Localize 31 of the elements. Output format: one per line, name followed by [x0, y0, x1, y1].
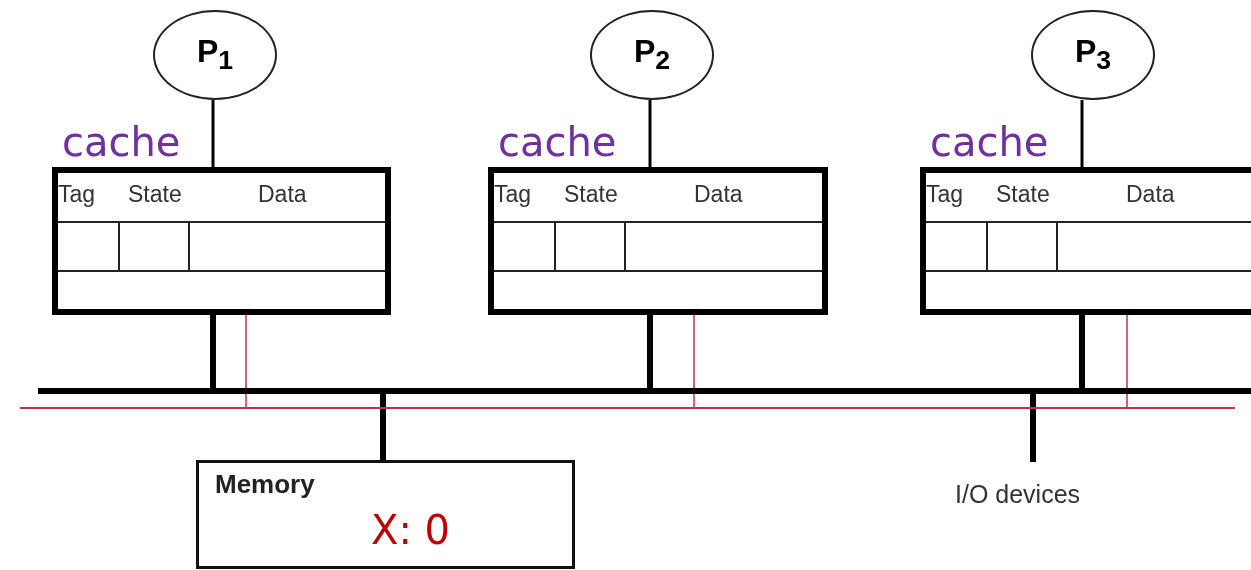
cache-label: cache — [498, 119, 617, 165]
column-header: State — [128, 181, 182, 208]
column-header: State — [564, 181, 618, 208]
snoop-connector-line — [245, 314, 247, 408]
bus-connector-line — [1030, 394, 1036, 462]
processor-label: P$_{1}$ — [196, 33, 234, 77]
processor-label: P$_{2}$ — [633, 33, 671, 77]
snoop-connector-line — [693, 314, 695, 408]
bus-connector-line — [1080, 100, 1084, 167]
column-header: Data — [1126, 181, 1175, 208]
column-header: Tag — [58, 181, 96, 208]
column-header: Data — [258, 181, 307, 208]
column-header: Tag — [926, 181, 964, 208]
cache-label: cache — [930, 119, 1049, 165]
memory-value: X: 0 — [371, 507, 451, 553]
memory-box — [196, 460, 575, 569]
bus-connector-line — [1079, 315, 1085, 388]
bus-connector-line — [210, 315, 216, 388]
bus-connector-line — [647, 315, 653, 388]
processor-label: P$_{3}$ — [1074, 33, 1112, 77]
bus-connector-line — [380, 394, 386, 460]
bus-connector-line — [211, 100, 215, 167]
column-header: State — [996, 181, 1050, 208]
snoop-bus-line — [20, 407, 1235, 409]
column-header: Data — [694, 181, 743, 208]
device-label: I/O devices — [955, 480, 1081, 509]
snoop-connector-line — [1126, 314, 1128, 408]
column-header: Tag — [494, 181, 532, 208]
cache-label: cache — [62, 119, 181, 165]
memory-title: Memory — [215, 469, 315, 500]
bus-connector-line — [648, 100, 652, 167]
